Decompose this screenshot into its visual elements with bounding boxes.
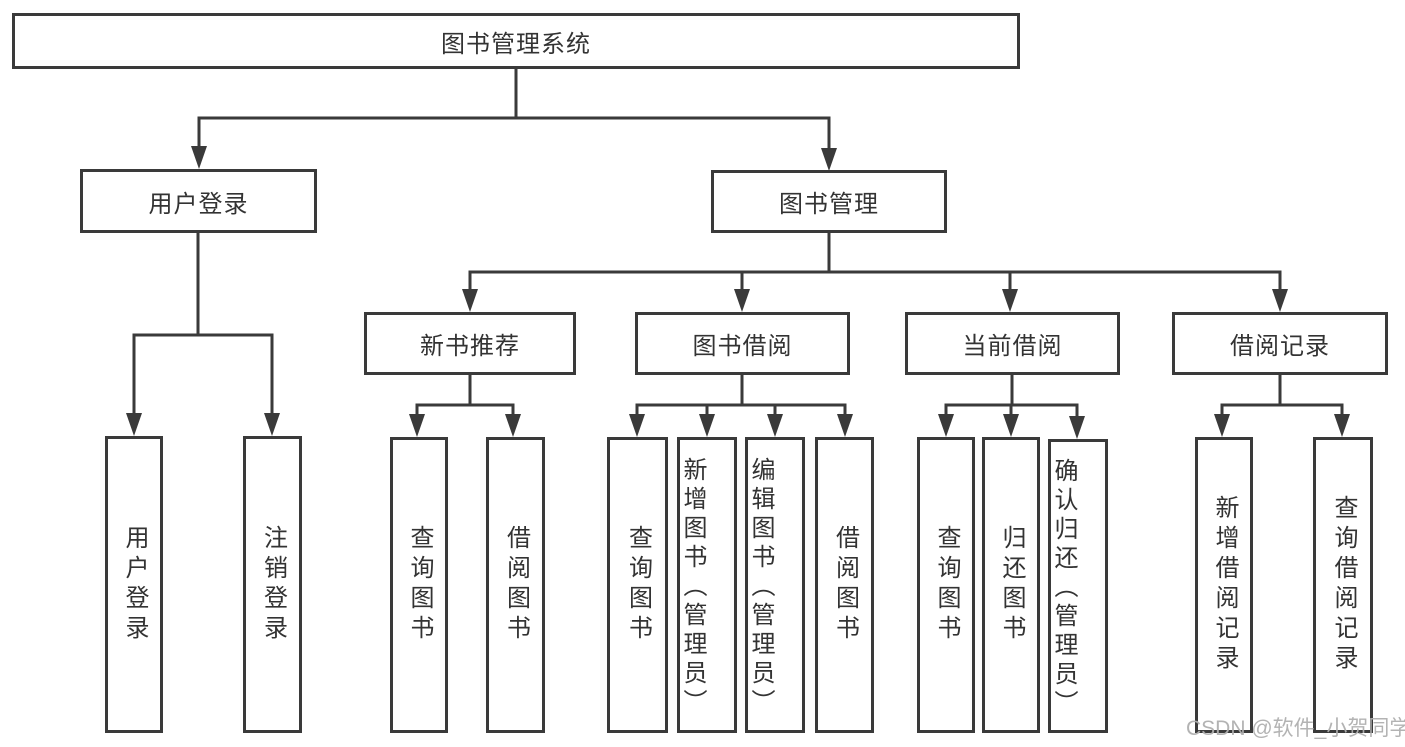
arrowhead-icon <box>767 414 783 437</box>
arrowhead-icon <box>734 289 750 312</box>
node-root-system-label: 图书管理系统 <box>441 30 591 58</box>
arrowhead-icon <box>264 413 280 436</box>
leaf-borrow-query-book-label: 查询图书 <box>624 525 652 645</box>
node-root-system: 图书管理系统 <box>12 13 1020 69</box>
node-borrow-record-label: 借阅记录 <box>1230 333 1330 360</box>
leaf-borrow-borrow-book-label: 借阅图书 <box>831 525 859 645</box>
node-current-borrow: 当前借阅 <box>905 312 1120 375</box>
leaf-logout-label: 注销登录 <box>259 524 287 645</box>
leaf-newbook-borrow-book: 借阅图书 <box>486 437 545 733</box>
connector-currentborrow-to-leaves <box>944 373 1079 422</box>
arrowhead-icon <box>126 413 142 436</box>
connector-newbook-to-leaves <box>415 373 515 420</box>
arrowhead-icon <box>1069 416 1085 439</box>
leaf-edit-book-admin-label: 编辑图书（管理员） <box>747 457 774 718</box>
arrowheads <box>126 146 1350 439</box>
node-new-book-recommend: 新书推荐 <box>364 312 576 375</box>
arrowhead-icon <box>629 414 645 437</box>
arrowhead-icon <box>699 414 715 437</box>
leaf-borrow-query-book: 查询图书 <box>607 437 668 733</box>
leaf-borrow-borrow-book: 借阅图书 <box>815 437 874 733</box>
leaf-newbook-borrow-book-label: 借阅图书 <box>502 525 530 645</box>
leaf-add-book-admin: 新增图书（管理员） <box>677 437 737 733</box>
arrowhead-icon <box>938 414 954 437</box>
arrowhead-icon <box>409 414 425 437</box>
csdn-watermark: CSDN @软件_小贺同学 <box>1186 717 1405 740</box>
connector-paths <box>132 65 1344 422</box>
leaf-add-borrow-record: 新增借阅记录 <box>1195 437 1253 733</box>
node-book-management-module-label: 图书管理 <box>779 191 879 218</box>
arrowhead-icon <box>1214 414 1230 437</box>
node-user-login-module: 用户登录 <box>80 169 317 233</box>
arrowhead-icon <box>821 148 837 171</box>
arrowhead-icon <box>1272 289 1288 312</box>
arrowhead-icon <box>1334 414 1350 437</box>
node-book-management-module: 图书管理 <box>711 170 947 233</box>
leaf-return-book: 归还图书 <box>982 437 1040 733</box>
leaf-user-login-label: 用户登录 <box>121 524 148 645</box>
leaf-confirm-return-admin: 确认归还（管理员） <box>1048 439 1108 733</box>
leaf-add-book-admin-label: 新增图书（管理员） <box>679 457 706 718</box>
node-new-book-recommend-label: 新书推荐 <box>420 333 520 360</box>
node-borrow-record: 借阅记录 <box>1172 312 1388 375</box>
leaf-logout: 注销登录 <box>243 436 302 733</box>
node-current-borrow-label: 当前借阅 <box>962 333 1063 360</box>
connector-userlogin-to-leaves <box>132 231 274 419</box>
node-book-borrow-label: 图书借阅 <box>692 333 793 360</box>
leaf-current-query-book-label: 查询图书 <box>933 525 960 645</box>
arrowhead-icon <box>191 146 207 169</box>
arrowhead-icon <box>462 289 478 312</box>
node-user-login-module-label: 用户登录 <box>148 190 249 218</box>
connector-borrowrecord-to-leaves <box>1220 373 1344 420</box>
node-book-borrow: 图书借阅 <box>635 312 850 375</box>
leaf-edit-book-admin: 编辑图书（管理员） <box>745 437 805 733</box>
arrowhead-icon <box>1002 289 1018 312</box>
leaf-return-book-label: 归还图书 <box>998 525 1025 645</box>
connector-bookborrow-to-leaves <box>635 373 847 420</box>
leaf-user-login: 用户登录 <box>105 436 163 733</box>
arrowhead-icon <box>505 414 521 437</box>
leaf-query-borrow-record: 查询借阅记录 <box>1313 437 1373 733</box>
arrowhead-icon <box>1003 414 1019 437</box>
leaf-add-borrow-record-label: 新增借阅记录 <box>1211 495 1238 675</box>
arrowhead-icon <box>837 414 853 437</box>
leaf-confirm-return-admin-label: 确认归还（管理员） <box>1050 458 1077 719</box>
connector-root-to-level2 <box>197 65 831 154</box>
leaf-newbook-query-book-label: 查询图书 <box>406 525 433 645</box>
leaf-current-query-book: 查询图书 <box>917 437 975 733</box>
leaf-query-borrow-record-label: 查询借阅记录 <box>1330 495 1357 675</box>
connector-bookmgmt-to-level3 <box>468 231 1282 295</box>
leaf-newbook-query-book: 查询图书 <box>390 437 448 733</box>
